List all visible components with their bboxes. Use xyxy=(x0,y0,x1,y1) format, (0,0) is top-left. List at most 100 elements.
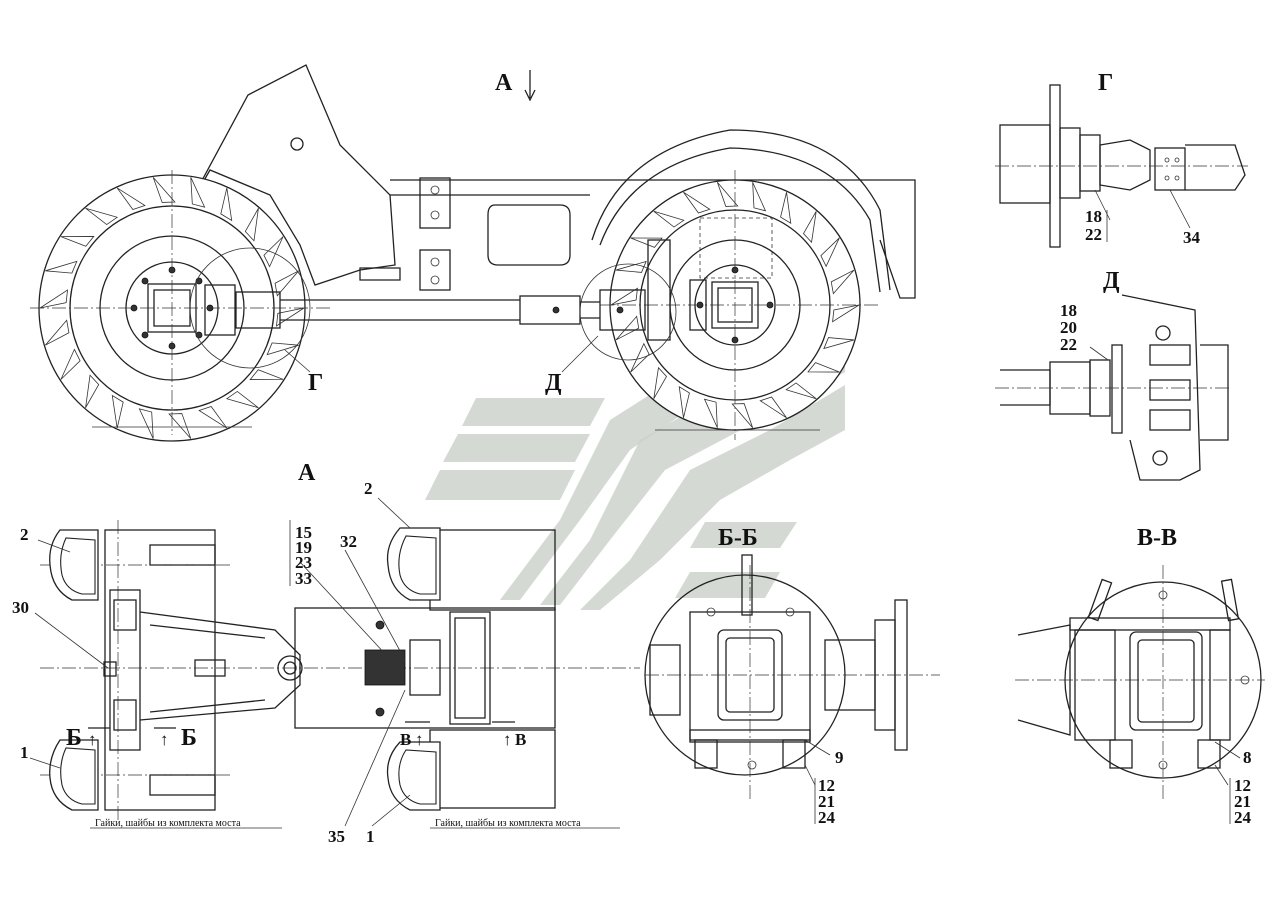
detail-d-pointer: Д xyxy=(545,370,562,396)
section-bb-title: Б-Б xyxy=(718,525,758,551)
tread-lug xyxy=(190,177,206,208)
tread-lug xyxy=(266,342,299,356)
tread-lug xyxy=(45,260,78,274)
frame-slot xyxy=(487,204,571,266)
tread-lug xyxy=(653,210,685,228)
tread-lug xyxy=(85,207,119,226)
svg-text:18: 18 xyxy=(1085,207,1102,226)
svg-text:24: 24 xyxy=(1234,808,1252,827)
tread-lug xyxy=(630,342,650,373)
svg-text:22: 22 xyxy=(1085,225,1102,244)
svg-text:18: 18 xyxy=(1060,301,1077,320)
svg-text:30: 30 xyxy=(12,598,29,617)
svg-text:15: 15 xyxy=(295,523,312,542)
svg-text:24: 24 xyxy=(818,808,836,827)
svg-text:32: 32 xyxy=(340,532,357,551)
svg-text:↑: ↑ xyxy=(88,730,97,749)
tread-lug xyxy=(731,403,754,428)
tread-lug xyxy=(275,307,305,327)
svg-text:35: 35 xyxy=(328,827,345,846)
svg-text:34: 34 xyxy=(1183,228,1201,247)
tread-lug xyxy=(653,366,668,399)
drawbar xyxy=(139,611,301,721)
detail-d xyxy=(995,294,1230,481)
top-view-title: А xyxy=(298,460,316,486)
cut-b-left: Б xyxy=(66,725,82,751)
tread-lug xyxy=(683,191,711,214)
svg-text:8: 8 xyxy=(1243,748,1252,767)
svg-text:12: 12 xyxy=(1234,776,1251,795)
tread-lug xyxy=(759,396,787,419)
svg-text:12: 12 xyxy=(818,776,835,795)
section-vv xyxy=(1015,565,1265,824)
cut-v-left: В xyxy=(400,730,411,749)
drive-shaft xyxy=(204,284,646,336)
front-wheel xyxy=(30,170,330,442)
view-arrow-icon xyxy=(524,70,536,102)
tread-lug xyxy=(820,237,840,268)
tread-lug xyxy=(111,394,124,429)
tread-lug xyxy=(85,374,100,408)
tread-lug xyxy=(807,362,840,373)
cut-v-right: В xyxy=(515,730,526,749)
tread-lug xyxy=(39,289,69,309)
tread-lug xyxy=(138,408,154,439)
tread-lug xyxy=(60,348,81,380)
svg-text:21: 21 xyxy=(818,792,835,811)
svg-text:1: 1 xyxy=(366,827,375,846)
tread-lug xyxy=(249,369,284,380)
tread-lug xyxy=(60,236,95,247)
labels: А А Г Д Б-Б В-В Г Д Б ↑ ↑ Б В ↑ ↑ В 18 2… xyxy=(12,70,1252,846)
tread-lug xyxy=(116,187,146,210)
rear-fender xyxy=(591,129,891,291)
note-nuts-right: Гайки, шайбы из комплекта моста xyxy=(435,818,581,829)
tread-lug xyxy=(220,187,233,222)
tread-lug xyxy=(716,182,739,207)
detail-g xyxy=(995,84,1248,248)
detail-g-title: Г xyxy=(1098,70,1113,96)
tread-lug xyxy=(630,237,663,248)
svg-text:↑: ↑ xyxy=(415,730,424,749)
svg-text:19: 19 xyxy=(295,538,312,557)
detail-g-circle xyxy=(189,247,311,369)
tread-lug xyxy=(802,211,817,244)
tread-lug xyxy=(152,177,176,203)
cab-hole xyxy=(290,137,304,151)
leader-lines xyxy=(29,497,411,827)
tread-lug xyxy=(830,269,855,295)
section-vv-title: В-В xyxy=(1137,525,1177,551)
svg-text:2: 2 xyxy=(20,525,29,544)
svg-text:33: 33 xyxy=(295,569,312,588)
svg-text:1: 1 xyxy=(20,743,29,762)
svg-text:23: 23 xyxy=(295,553,312,572)
svg-text:22: 22 xyxy=(1060,335,1077,354)
svg-text:↑: ↑ xyxy=(503,730,512,749)
tread-lug xyxy=(225,390,259,409)
cut-b-right: Б xyxy=(181,725,197,751)
svg-text:2: 2 xyxy=(364,479,373,498)
view-arrow-a-label: А xyxy=(495,70,513,96)
tread-lug xyxy=(274,270,299,297)
svg-text:9: 9 xyxy=(835,748,844,767)
detail-d-title: Д xyxy=(1103,268,1120,294)
tread-lug xyxy=(168,413,192,439)
detail-g-pointer: Г xyxy=(308,370,323,396)
tread-lug xyxy=(780,192,792,224)
tread-lug xyxy=(244,208,259,242)
tread-lug xyxy=(832,304,860,323)
tread-lug xyxy=(752,182,767,212)
tread-lug xyxy=(610,287,638,306)
tread-lug xyxy=(45,319,70,346)
tread-lug xyxy=(703,398,718,428)
tread-lug xyxy=(678,386,690,418)
tread-lug xyxy=(198,406,228,429)
section-bb xyxy=(644,554,940,824)
tread-lug xyxy=(263,236,284,268)
note-nuts-left: Гайки, шайбы из комплекта моста xyxy=(95,818,241,829)
tread-lug xyxy=(823,337,855,350)
svg-text:20: 20 xyxy=(1060,318,1077,337)
tread-lug xyxy=(785,382,817,400)
top-view xyxy=(40,520,640,829)
detail-d-circle xyxy=(579,263,677,361)
